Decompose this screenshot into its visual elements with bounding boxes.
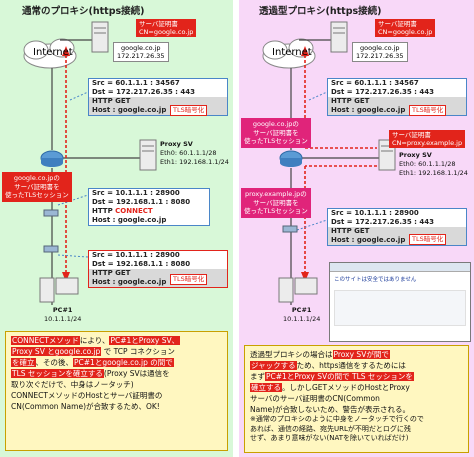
right-network-lines — [262, 21, 396, 305]
pc-label: PC#1 10.1.1.1/24 — [44, 306, 81, 324]
packet-connect: Src = 10.1.1.1 : 28900 Dst = 192.168.1.1… — [88, 188, 210, 226]
browser-warning-window: このサイトは安全ではありません — [329, 262, 471, 342]
packet-dst: Dst = 192.168.1.1 : 8080 — [92, 198, 191, 206]
hub-icon — [282, 225, 298, 233]
tls-session-callout: google.co.jpのサーバ証明書を使ったTLSセッション — [2, 172, 72, 202]
pc-name: PC#1 — [52, 306, 73, 314]
packet-method: HTTP GET — [328, 97, 466, 106]
pc-name: PC#1 — [291, 306, 312, 314]
google-server-box: google.co.jp 172.217.26.35 — [352, 42, 408, 62]
router-icon — [40, 150, 64, 167]
proxy-label: Proxy SV Eth0: 60.1.1.1/28 Eth1: 192.168… — [160, 140, 229, 167]
warning-message: このサイトは安全ではありません — [334, 277, 417, 283]
proxy-eth1: Eth1: 192.168.1.1/24 — [160, 158, 229, 166]
tls-encryption-badge: TLS暗号化 — [409, 105, 447, 116]
warning-body — [334, 290, 466, 326]
pc-icon — [278, 277, 318, 303]
packet-src: Src = 60.1.1.1 : 34567 — [92, 79, 180, 87]
explanation-box: 透過型プロキシの場合はProxy SVが間で ジャックするため、https通信を… — [244, 345, 469, 453]
internet-cloud — [262, 38, 316, 69]
server-icon — [330, 21, 348, 53]
tls-session-callout-top: google.co.jpのサーバ証明書を使ったTLSセッション — [241, 118, 311, 148]
pc-ip: 10.1.1.1/24 — [283, 315, 321, 323]
browser-title-bar — [330, 263, 470, 272]
server-hostname: google.co.jp — [360, 44, 400, 52]
packet-src: Src = 10.1.1.1 : 28900 — [331, 209, 419, 217]
normal-proxy-panel: 通常のプロキシ(https接続) — [0, 0, 233, 457]
google-server-box: google.co.jp 172.217.26.35 — [113, 42, 169, 62]
hub-icon — [43, 209, 59, 253]
proxy-eth1: Eth1: 192.168.1.1/24 — [399, 169, 468, 177]
proxy-eth0: Eth0: 60.1.1.1/28 — [399, 160, 456, 168]
pc-icon — [39, 277, 79, 303]
server-ip: 172.217.26.35 — [356, 52, 404, 60]
packet-method: HTTP GET — [328, 227, 466, 236]
internet-label: Internet — [272, 47, 312, 58]
panel-title: 透過型プロキシ(https接続) — [259, 6, 382, 17]
tls-encryption-badge: TLS暗号化 — [409, 234, 447, 245]
server-icon — [91, 21, 109, 53]
packet-dst: Dst = 192.168.1.1 : 8080 — [92, 260, 191, 268]
packet-src: Src = 60.1.1.1 : 34567 — [331, 79, 419, 87]
proxy-label: Proxy SV Eth0: 60.1.1.1/28 Eth1: 192.168… — [399, 151, 468, 178]
internet-label: Internet — [33, 47, 73, 58]
tls-encryption-badge: TLS暗号化 — [170, 105, 208, 116]
packet-dst: Dst = 172.217.26.35 : 443 — [331, 88, 435, 96]
transparent-proxy-panel: 透過型プロキシ(https接続) — [239, 0, 474, 457]
connect-method: CONNECT — [115, 207, 153, 215]
router-icon — [279, 150, 303, 167]
pc-ip: 10.1.1.1/24 — [44, 315, 82, 323]
packet-dst: Dst = 172.217.26.35 : 443 — [331, 218, 435, 226]
proxy-name: Proxy SV — [399, 151, 432, 159]
packet-src: Src = 10.1.1.1 : 28900 — [92, 251, 180, 259]
packet-host: Host : google.co.jp — [89, 278, 227, 287]
tls-encryption-badge: TLS暗号化 — [170, 274, 208, 285]
packet-dst: Dst = 172.217.26.35 : 443 — [92, 88, 196, 96]
internet-cloud — [23, 38, 77, 69]
server-hostname: google.co.jp — [121, 44, 161, 52]
pc-label: PC#1 10.1.1.1/24 — [283, 306, 320, 324]
packet-top: Src = 60.1.1.1 : 34567 Dst = 172.217.26.… — [327, 78, 467, 116]
packet-src: Src = 10.1.1.1 : 28900 — [92, 189, 180, 197]
packet-host: Host : google.co.jp — [328, 236, 466, 245]
server-ip: 172.217.26.35 — [117, 52, 165, 60]
explanation-box: CONNECTメソッドにより、PC#1とProxy SV、 Proxy SV と… — [5, 331, 228, 451]
tls-session-callout-bottom: proxy.example.jpのサーバ証明書を使ったTLSセッション — [241, 188, 311, 218]
packet-host: Host : google.co.jp — [89, 106, 227, 115]
proxy-server-icon — [139, 139, 157, 171]
packet-method: HTTP GET — [89, 97, 227, 106]
packet-host: Host : google.co.jp — [92, 216, 167, 224]
packet-method: HTTP GET — [89, 269, 227, 278]
panel-title: 通常のプロキシ(https接続) — [22, 6, 145, 17]
packet-host: Host : google.co.jp — [328, 106, 466, 115]
proxy-eth0: Eth0: 60.1.1.1/28 — [160, 149, 217, 157]
proxy-name: Proxy SV — [160, 140, 193, 148]
